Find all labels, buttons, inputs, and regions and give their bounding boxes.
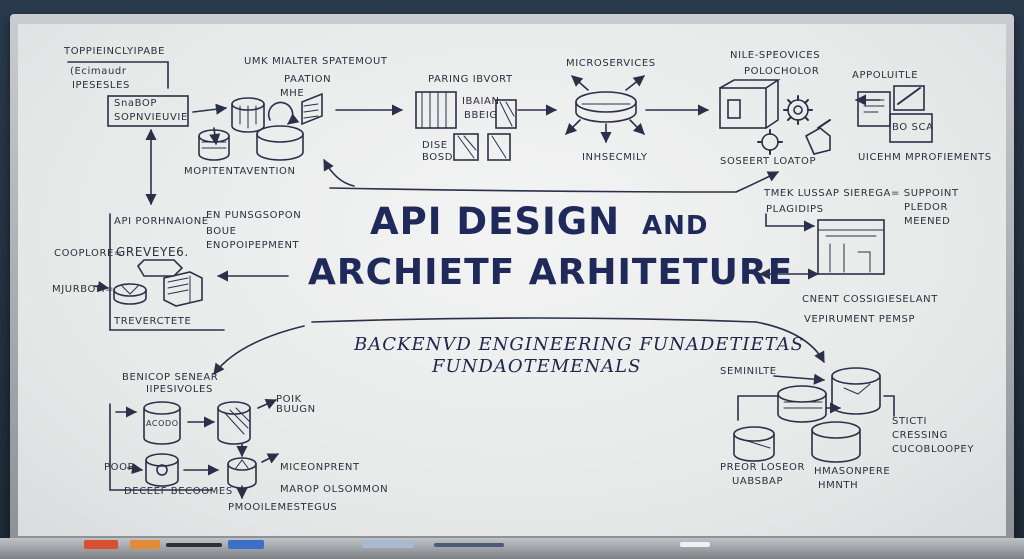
label-hmnth: HMNTH bbox=[818, 480, 858, 491]
label-sticti-2: CRESSING bbox=[892, 430, 948, 441]
subtitle-line-1: BACKENVD ENGINEERING FUNADETIETAS bbox=[354, 334, 804, 355]
server-icon bbox=[817, 219, 885, 275]
label-top-left-2: (Ecimaudr bbox=[70, 66, 127, 77]
top-left-box bbox=[107, 95, 189, 127]
label-uicem: UICEHM MPROFIEMENTS bbox=[858, 152, 992, 163]
label-pmooile: PMOOILEMESTEGUS bbox=[228, 502, 337, 513]
api-portfolio-bracket bbox=[109, 213, 225, 331]
label-marop: MAROP OLSOMMON bbox=[280, 484, 388, 495]
label-preor: PREOR LOSEOR bbox=[720, 462, 805, 473]
label-bo-sca: BO SCA bbox=[892, 122, 934, 133]
label-top-center-2: PAATION bbox=[284, 74, 331, 85]
white-marker[interactable] bbox=[680, 542, 710, 547]
label-seminite: SEMINILTE bbox=[720, 366, 777, 377]
microservices-disc-icon bbox=[575, 91, 637, 113]
black-marker[interactable] bbox=[166, 543, 222, 547]
label-soseer: SOSEERT LOATOP bbox=[720, 156, 816, 167]
title-line-1: API DESIGN AND bbox=[370, 200, 709, 243]
label-iban: IBAIAN bbox=[462, 96, 500, 107]
red-marker[interactable] bbox=[84, 540, 118, 549]
whiteboard: TOPPIEINCLYIPABE (Ecimaudr IPESESLES Sna… bbox=[18, 24, 1006, 536]
pen[interactable] bbox=[434, 543, 504, 547]
label-mjurbom: MJURBOM= bbox=[52, 284, 114, 295]
label-tmek-3: PLEDOR bbox=[904, 202, 948, 213]
label-greveut: GREVEYE6. bbox=[116, 245, 189, 259]
label-benicop-1: BENICOP SENEAR bbox=[122, 372, 218, 383]
label-top-left-box-2: SOPNVIEUVIE bbox=[114, 112, 188, 123]
bracket-line bbox=[67, 61, 169, 89]
label-sticti-3: CUCOBLOOPEY bbox=[892, 444, 974, 455]
label-tmek-1: TMEK LUSSAP SIEREGA= SUPPOINT bbox=[763, 188, 959, 199]
gear-icon bbox=[761, 133, 779, 151]
subtitle-line-2: FUNDAOTEMENALS bbox=[432, 356, 642, 377]
cylinder-icon bbox=[256, 125, 304, 143]
label-benicop-2: IIPESIVOLES bbox=[146, 384, 213, 395]
label-hmasonp: HMASONPERE bbox=[814, 466, 890, 477]
label-uabsbap: UABSBAP bbox=[732, 476, 783, 487]
cylinder-icon bbox=[811, 421, 861, 439]
striped-block bbox=[415, 91, 457, 129]
whiteboard-drawing: TOPPIEINCLYIPABE (Ecimaudr IPESESLES Sna… bbox=[52, 46, 992, 513]
tool-icon bbox=[804, 127, 831, 155]
label-decepe: DECEEF BECOOMES bbox=[124, 486, 233, 497]
document-icon bbox=[889, 113, 933, 143]
cube-icon bbox=[163, 271, 203, 307]
label-top-left-3: IPESESLES bbox=[72, 80, 130, 91]
label-inhsecmily: INHSECMILY bbox=[582, 152, 648, 163]
label-mopi: MOPITENTAVENTION bbox=[184, 166, 296, 177]
label-nile-1: NILE-SPEOVICES bbox=[730, 50, 820, 61]
orange-marker[interactable] bbox=[130, 540, 160, 549]
label-sticti-1: STICTI bbox=[892, 416, 927, 427]
label-poor: POOR bbox=[104, 462, 135, 473]
label-bbeig: BBEIG bbox=[464, 110, 498, 121]
label-top-left-box-1: SnaBOP bbox=[114, 98, 157, 109]
label-api-por-3: BOUE bbox=[206, 226, 237, 237]
label-top-center-3: MHE bbox=[280, 88, 304, 99]
cylinder-icon bbox=[143, 401, 181, 415]
label-tmek-4: MEENED bbox=[904, 216, 950, 227]
blue-marker[interactable] bbox=[228, 540, 264, 549]
document-icon bbox=[857, 91, 891, 127]
cylinder-icon bbox=[831, 367, 881, 385]
label-bosd: BOSD bbox=[422, 152, 453, 163]
cube-icon bbox=[301, 92, 323, 126]
title-line-1-main: API DESIGN bbox=[370, 200, 621, 243]
label-tmek-2: PLAGIDIPS bbox=[766, 204, 824, 215]
cylinder-icon bbox=[217, 401, 251, 415]
cylinder-icon bbox=[777, 385, 827, 403]
label-api-por-4: ENOPOIPEPMENT bbox=[206, 240, 300, 251]
label-nile-2: POLOCHOLOR bbox=[744, 66, 819, 77]
label-top-center-1: UMK MIALTER SPATEMOUT bbox=[244, 56, 388, 67]
label-vepir: VEPIRUMENT PEMSP bbox=[804, 314, 915, 325]
label-poik-2: BUUGN bbox=[276, 404, 316, 415]
label-coqplore: COOPLORE= bbox=[54, 248, 123, 259]
label-api-por-2: EN PUNSGSOPON bbox=[206, 210, 301, 221]
label-appoluitle: APPOLUITLE bbox=[852, 70, 918, 81]
label-paring: PARING IBVORT bbox=[428, 74, 513, 85]
label-dise: DISE bbox=[422, 140, 448, 151]
label-api-por-1: API PORHNAIONE bbox=[114, 216, 209, 227]
label-cnent: CNENT COSSIGIESELANT bbox=[802, 294, 938, 305]
label-microservices: MICROSERVICES bbox=[566, 58, 656, 69]
label-trevercte: TREVERCTETE bbox=[113, 316, 191, 327]
service-box-icon bbox=[719, 87, 767, 129]
label-poik-1: POIK bbox=[276, 394, 302, 405]
eraser[interactable] bbox=[362, 540, 414, 548]
title-line-1-and: AND bbox=[642, 211, 709, 241]
label-acodo: ACODO bbox=[146, 419, 179, 428]
shield-icon bbox=[136, 259, 184, 277]
title-line-2: ARCHIETF ARHITETURE bbox=[308, 252, 794, 293]
label-miceonprent: MICEONPRENT bbox=[280, 462, 360, 473]
label-top-left-1: TOPPIEINCLYIPABE bbox=[63, 46, 165, 57]
